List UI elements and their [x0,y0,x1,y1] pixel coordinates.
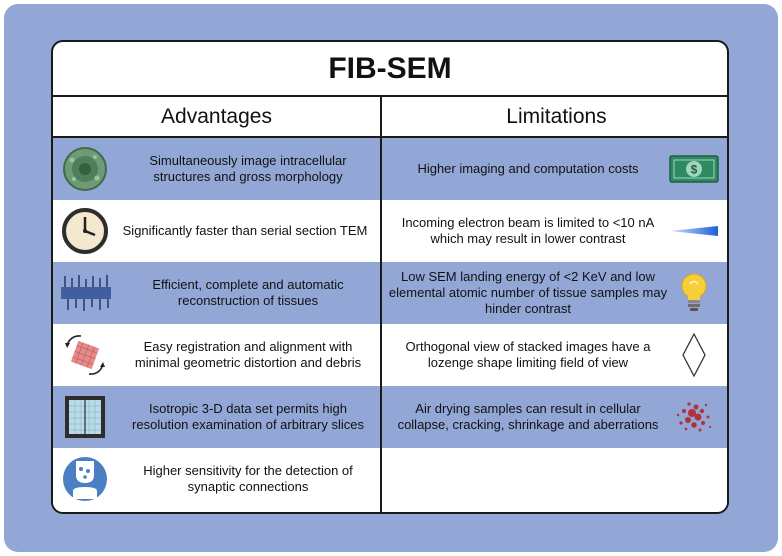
limitation-row: Higher imaging and computation costs $ [382,138,727,200]
rotate-alignment-icon [65,335,105,375]
comparison-table: FIB-SEM Advantages Limitations Simultane… [51,40,729,514]
limitation-text: Low SEM landing energy of <2 KeV and low… [388,269,668,316]
limitation-row: Low SEM landing energy of <2 KeV and low… [382,262,727,324]
advantage-row: Easy registration and alignment with min… [53,324,380,386]
lozenge-icon [682,332,706,378]
advantage-text: Simultaneously image intracellular struc… [149,153,347,184]
table-title: FIB-SEM [53,42,727,97]
dollar-bill-icon: $ [669,155,719,183]
advantage-row: Isotropic 3-D data set permits high reso… [53,386,380,448]
limitation-row: Incoming electron beam is limited to <10… [382,200,727,262]
light-bulb-icon [681,273,707,311]
advantages-header: Advantages [53,97,380,138]
limitation-text: Orthogonal view of stacked images have a… [405,339,651,370]
clock-icon [62,208,108,254]
column-divider [380,97,382,512]
limitations-header: Limitations [382,97,727,138]
limitation-text: Higher imaging and computation costs [417,161,639,176]
advantage-row: Efficient, complete and automatic recons… [53,262,380,324]
advantage-row: Higher sensitivity for the detection of … [53,448,380,510]
cell-icon [63,147,107,191]
advantage-text: Easy registration and alignment with min… [134,339,362,370]
advantage-row: Significantly faster than serial section… [53,200,380,262]
synapse-icon [63,457,107,501]
advantage-text: Significantly faster than serial section… [122,223,368,238]
limitation-text: Air drying samples can result in cellula… [397,401,659,432]
debris-icon [676,402,712,432]
limitation-text: Incoming electron beam is limited to <10… [401,215,655,246]
slide-grid-icon [65,396,105,438]
limitation-row: Orthogonal view of stacked images have a… [382,324,727,386]
advantage-text: Efficient, complete and automatic recons… [152,277,344,308]
svg-text:$: $ [691,163,698,177]
advantage-row: Simultaneously image intracellular struc… [53,138,380,200]
advantage-text: Higher sensitivity for the detection of … [143,463,353,494]
limitation-empty-row [382,448,727,510]
advantage-text: Isotropic 3-D data set permits high reso… [132,401,364,432]
membrane-icon [61,275,111,311]
limitation-row: Air drying samples can result in cellula… [382,386,727,448]
beam-icon [670,226,718,236]
